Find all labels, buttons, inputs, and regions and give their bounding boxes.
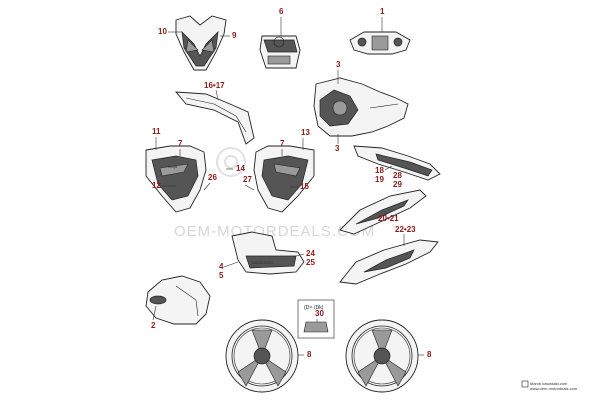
- callout-c16-17: 16•17: [204, 81, 225, 90]
- lower-fairing-part: KAWASAKI: [231, 231, 305, 275]
- left-side-cowl-part: Ninja: [145, 145, 207, 213]
- wheel-left-part: [225, 319, 299, 393]
- callout-c2: 2: [151, 321, 156, 330]
- callout-c8b: 8: [427, 350, 432, 359]
- callout-c11: 11: [152, 127, 161, 136]
- callout-c28: 28: [393, 171, 402, 180]
- callout-c27: 27: [243, 175, 252, 184]
- callout-c7b: 7: [280, 139, 285, 148]
- upper-cowl-part: [175, 15, 227, 71]
- callout-c10: 10: [158, 27, 167, 36]
- leader-lines: [152, 17, 424, 356]
- callout-c25: 25: [306, 258, 315, 267]
- callout-c6: 6: [279, 7, 284, 16]
- footer-line1: Marcb kawasaki.com: [530, 381, 568, 386]
- callout-c15: 15: [300, 182, 309, 191]
- rear-side-cover-upper-part: [339, 189, 427, 235]
- callout-c3a: 3: [336, 60, 341, 69]
- callout-c24: 24: [306, 249, 315, 258]
- inset-box: (D¹¹ (Dk): [297, 299, 335, 339]
- fuel-tank-part: [313, 77, 409, 137]
- callout-c30: 30: [315, 309, 324, 318]
- callout-c26: 26: [208, 173, 217, 182]
- watermark-text: OEM-MOTORDEALS.COM: [174, 223, 375, 240]
- right-side-cowl-part: [253, 145, 315, 213]
- callout-c12: 12: [152, 181, 161, 190]
- wheel-right-part: [345, 319, 419, 393]
- callout-c22-23: 22•23: [395, 225, 416, 234]
- callout-c29: 29: [393, 180, 402, 189]
- callout-c7a: 7: [178, 139, 183, 148]
- callout-c4: 4: [219, 262, 224, 271]
- callout-c5: 5: [219, 271, 224, 280]
- inset-label: (D¹¹ (Dk): [304, 305, 324, 311]
- watermark-group: OEM-MOTORDEALS.COM: [174, 147, 375, 240]
- svg-text:KAWASAKI: KAWASAKI: [252, 260, 273, 265]
- callout-c18: 18: [375, 166, 384, 175]
- callout-c3b: 3: [335, 144, 340, 153]
- svg-text:Ninja: Ninja: [168, 164, 178, 169]
- footer-logo: Marcb kawasaki.com www.oem-motordeals.co…: [521, 380, 578, 391]
- callout-c20-21: 20•21: [378, 214, 399, 223]
- rear-side-cover-lower-part: [339, 239, 439, 285]
- callout-c9: 9: [232, 31, 237, 40]
- meter-cover-part: [259, 35, 301, 69]
- callout-c19: 19: [375, 175, 384, 184]
- callout-c8a: 8: [307, 350, 312, 359]
- callout-c14: 14: [236, 164, 245, 173]
- inner-strip-part: [174, 91, 255, 145]
- top-bridge-part: [349, 31, 411, 55]
- seat-cowl-part: [145, 275, 211, 325]
- footer-line2: www.oem-motordeals.com: [530, 386, 578, 391]
- callout-c1: 1: [380, 7, 385, 16]
- callout-c13: 13: [301, 128, 310, 137]
- seat-cover-part: [353, 145, 441, 181]
